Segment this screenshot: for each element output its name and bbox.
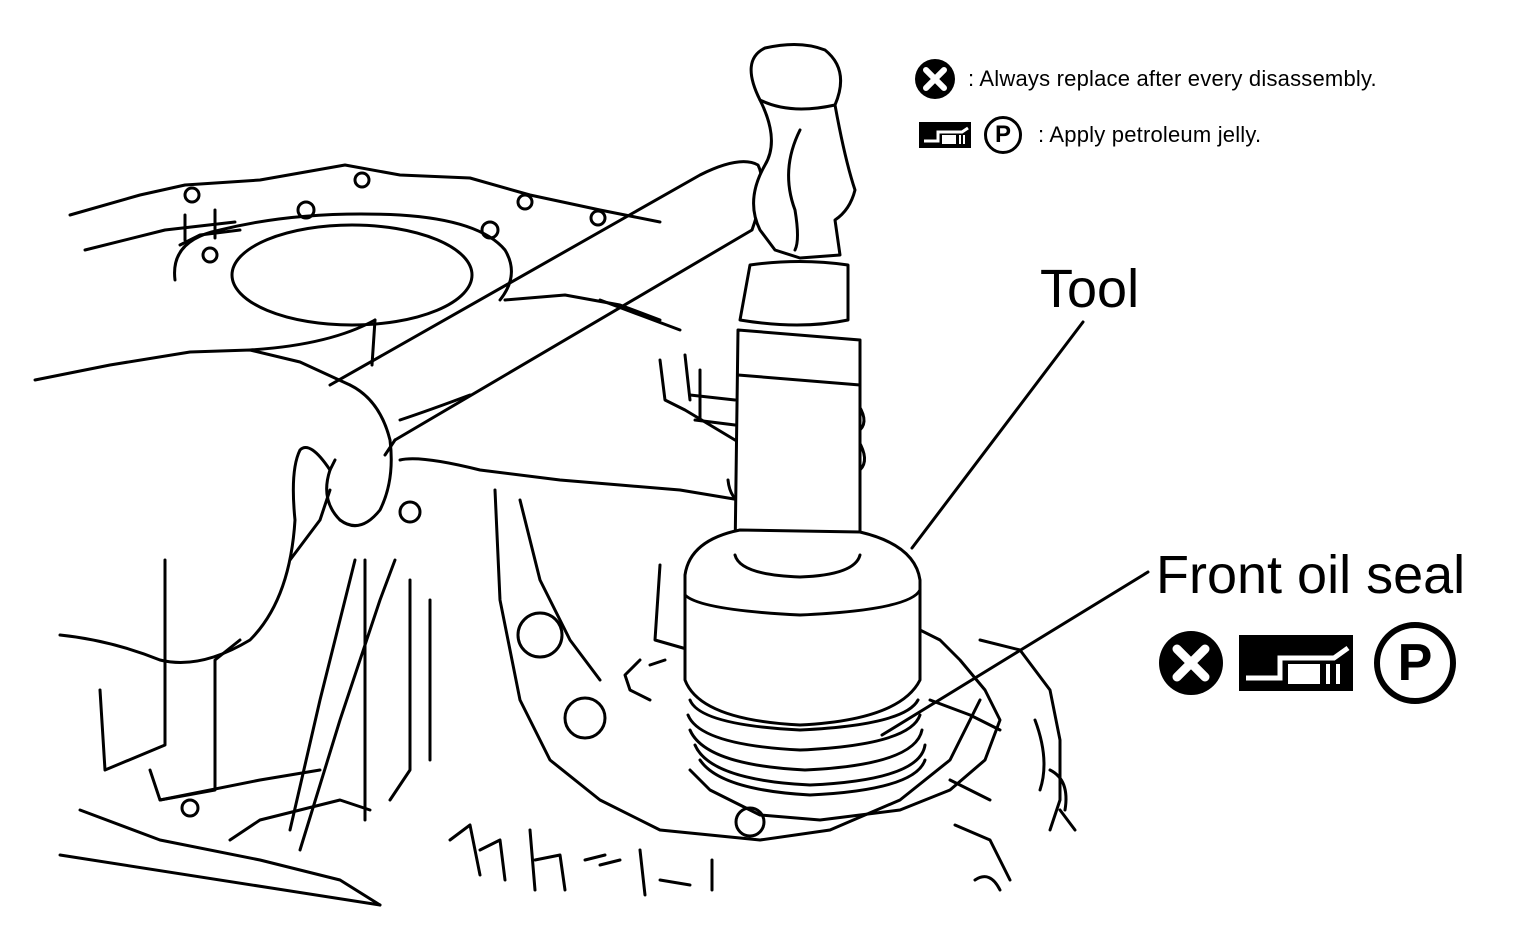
petroleum-jelly-icon: P (1374, 622, 1456, 704)
legend-jelly-text: : Apply petroleum jelly. (1038, 122, 1262, 147)
left-hand (33, 318, 393, 664)
hammer-tool (683, 43, 922, 727)
legend-jelly: P : Apply petroleum jelly. (918, 116, 1261, 154)
x-circle-icon (915, 59, 955, 99)
x-circle-icon (1159, 631, 1223, 695)
tool-leader-line (910, 320, 1085, 550)
front-oil-seal-label: Front oil seal (1156, 545, 1466, 605)
grease-gun-icon (1239, 635, 1353, 691)
seal-leader-line (880, 570, 1150, 737)
front-oil-seal-symbols: P (1158, 622, 1456, 704)
transmission-case (58, 163, 1077, 907)
tool-label: Tool (1040, 259, 1140, 319)
grease-gun-icon (919, 122, 971, 148)
petroleum-jelly-icon: P (984, 116, 1022, 154)
driver-shaft (328, 160, 764, 457)
legend-replace-text: : Always replace after every disassembly… (968, 66, 1377, 91)
legend-replace: : Always replace after every disassembly… (914, 58, 1377, 100)
front-oil-seal (686, 698, 927, 797)
